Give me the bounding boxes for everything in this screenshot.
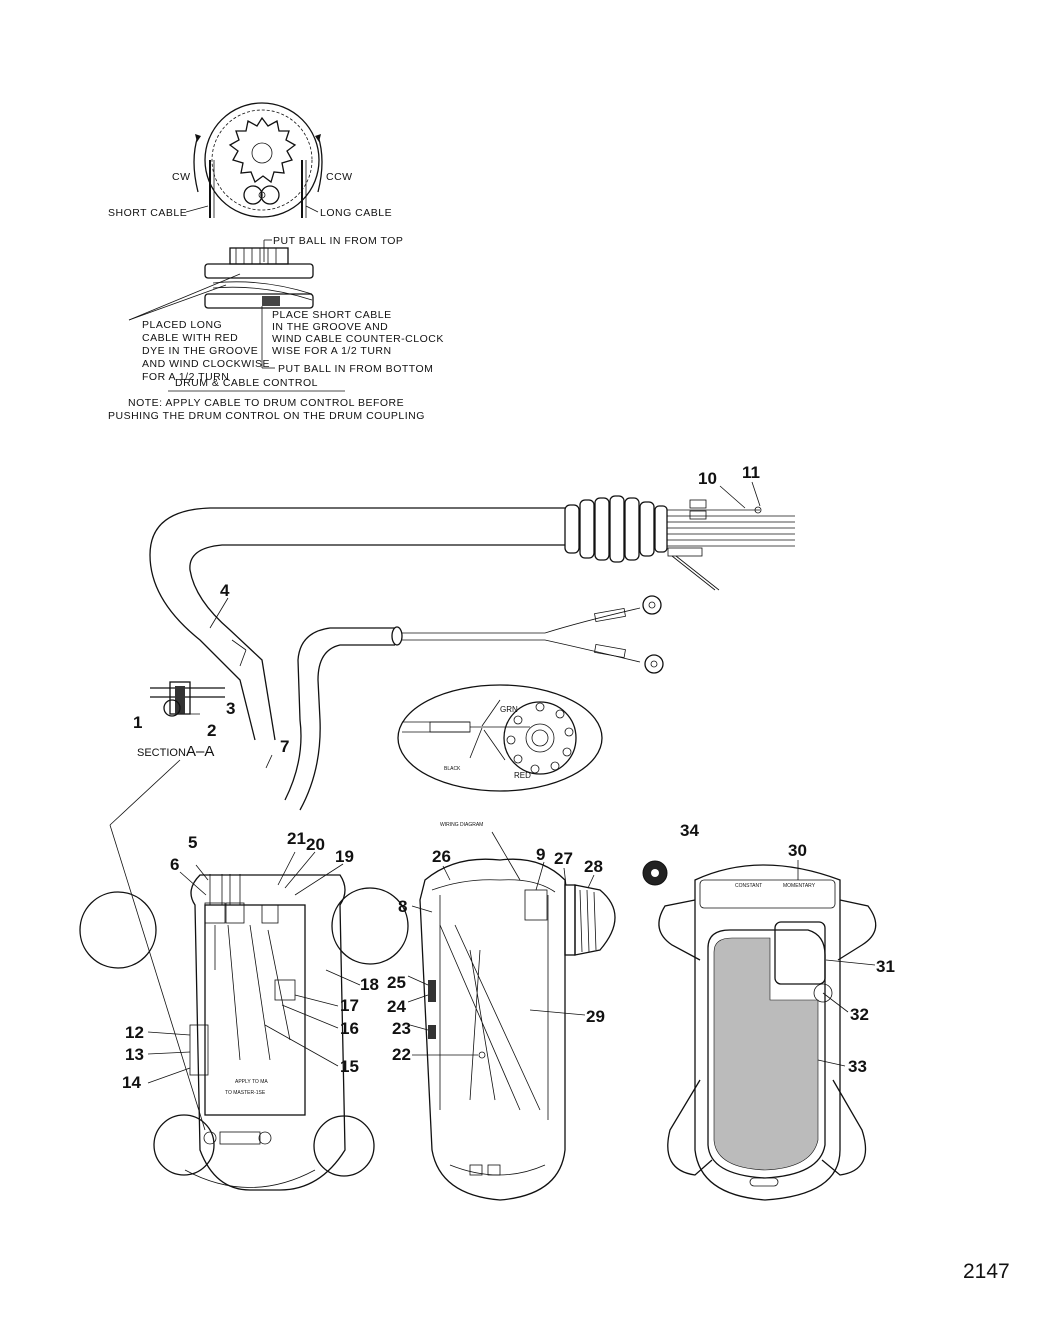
section-a-a-detail: SECTION A–A [137, 681, 225, 760]
callout-14: 14 [122, 1073, 141, 1092]
put-ball-bottom-label: PUT BALL IN FROM BOTTOM [278, 363, 433, 375]
callout-5: 5 [188, 833, 197, 852]
callout-9: 9 [536, 845, 545, 864]
drum-side-view [204, 239, 314, 369]
callout-21: 21 [287, 829, 306, 848]
pedal-housing-view [419, 858, 616, 1201]
callout-31: 31 [876, 957, 895, 976]
callout-28: 28 [584, 857, 603, 876]
cable-harness [149, 495, 795, 811]
section-label: SECTION [137, 747, 186, 759]
callout-16: 16 [340, 1019, 359, 1038]
short-cable-note: PLACE SHORT CABLE IN THE GROOVE AND WIND… [272, 309, 447, 357]
pedal-interior-view: APPLY TO MA TO MASTER-1SE [79, 759, 409, 1191]
long-cable-label: LONG CABLE [320, 207, 392, 219]
red-label: RED [514, 771, 531, 780]
drum-note: NOTE: APPLY CABLE TO DRUM CONTROL BEFORE… [108, 397, 425, 422]
callout-30: 30 [788, 841, 807, 860]
drum-cable-control-detail: CW CCW SHORT CABLE LONG CABLE PUT BALL I… [108, 102, 447, 422]
callout-13: 13 [125, 1045, 144, 1064]
callout-6: 6 [170, 855, 179, 874]
long-cable-note: PLACED LONG CABLE WITH RED DYE IN THE GR… [142, 319, 273, 383]
callout-4: 4 [220, 581, 230, 600]
callout-15: 15 [340, 1057, 359, 1076]
ccw-label: CCW [326, 171, 353, 183]
callout-32: 32 [850, 1005, 869, 1024]
callout-26: 26 [432, 847, 451, 866]
callout-10: 10 [698, 469, 717, 488]
leader-lines [147, 481, 876, 1084]
callout-33: 33 [848, 1057, 867, 1076]
drum-gear-icon [228, 116, 297, 184]
svg-text:MOMENTARY: MOMENTARY [783, 883, 816, 889]
callout-11: 11 [742, 463, 760, 482]
wiring-diagram-title: WIRING DIAGRAM [440, 822, 483, 828]
callout-18: 18 [360, 975, 379, 994]
svg-text:TO MASTER-1SE: TO MASTER-1SE [225, 1090, 266, 1096]
figure-number: 2147 [963, 1260, 1010, 1283]
svg-text:APPLY TO MA: APPLY TO MA [235, 1079, 268, 1085]
callout-7: 7 [280, 737, 289, 756]
cw-label: CW [172, 171, 191, 183]
callout-20: 20 [306, 835, 325, 854]
callout-8: 8 [398, 897, 407, 916]
callout-1: 1 [133, 713, 142, 732]
wiring-diagram-detail: GRN BLACK RED WIRING DIAGRAM [397, 684, 603, 881]
callout-24: 24 [387, 997, 406, 1016]
callout-23: 23 [392, 1019, 411, 1038]
callout-22: 22 [392, 1045, 411, 1064]
callout-27: 27 [554, 849, 573, 868]
short-cable-label: SHORT CABLE [108, 207, 187, 219]
callout-25: 25 [387, 973, 406, 992]
drum-title: DRUM & CABLE CONTROL [175, 377, 318, 389]
callout-2: 2 [207, 721, 216, 740]
black-label: BLACK [444, 766, 461, 772]
callout-34: 34 [680, 821, 699, 840]
pedal-top-view: CONSTANT MOMENTARY [642, 860, 877, 1201]
callouts: 4 1 2 3 7 5 6 21 20 19 18 17 16 15 12 13… [122, 463, 895, 1092]
svg-text:CONSTANT: CONSTANT [735, 883, 762, 889]
callout-19: 19 [335, 847, 354, 866]
section-ref: A–A [186, 743, 214, 760]
cable-boot [564, 495, 668, 563]
grn-label: GRN [500, 705, 518, 714]
callout-12: 12 [125, 1023, 144, 1042]
callout-3: 3 [226, 699, 235, 718]
callout-29: 29 [586, 1007, 605, 1026]
put-ball-top-label: PUT BALL IN FROM TOP [273, 235, 403, 247]
callout-17: 17 [340, 996, 359, 1015]
